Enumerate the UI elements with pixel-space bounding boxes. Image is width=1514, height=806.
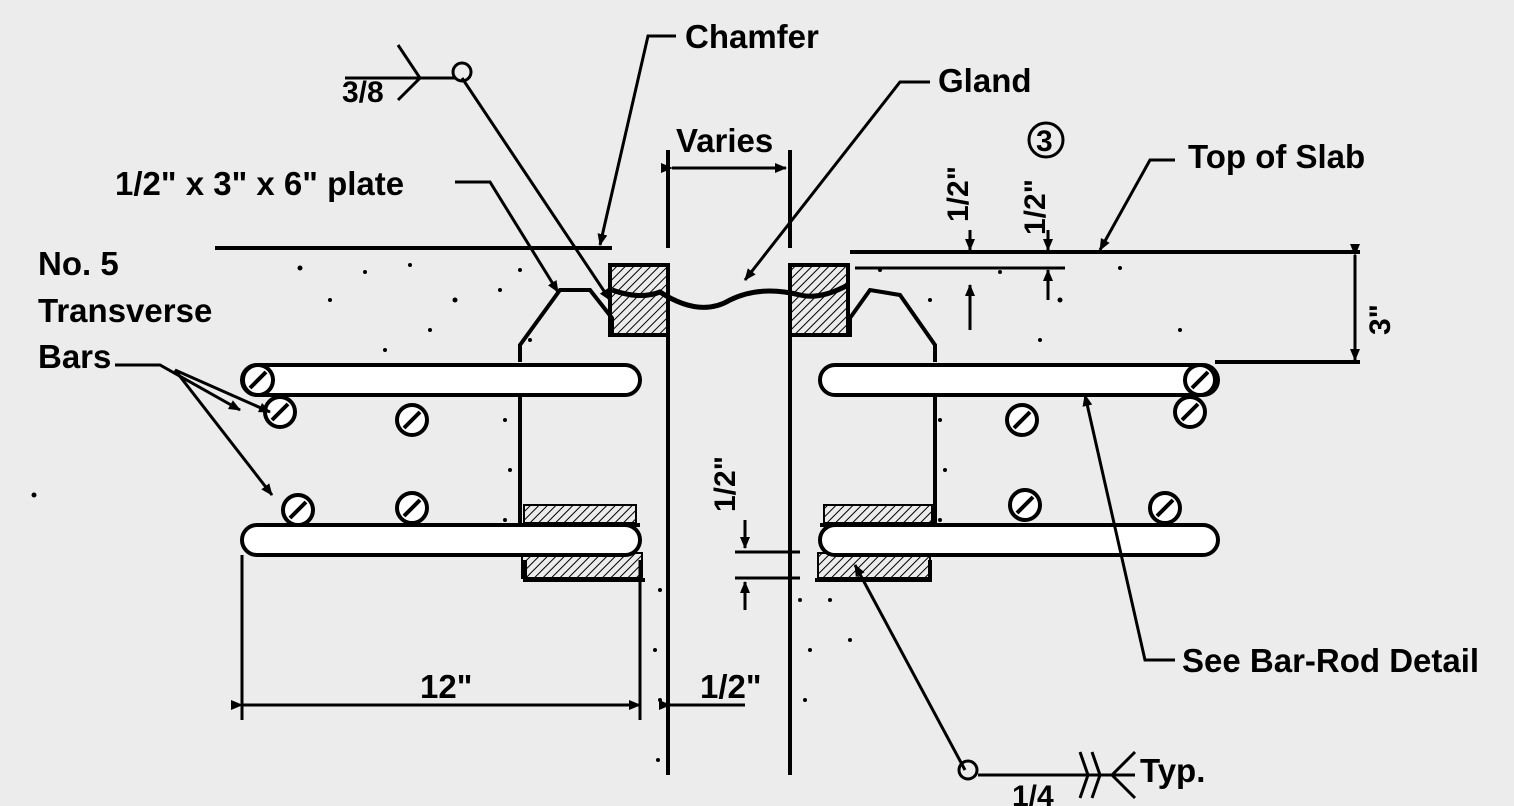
label-varies: Varies [676,122,773,159]
label-weld-bottom: 1/4 [1012,780,1054,806]
gland-seal [611,282,850,310]
label-bars-line1: No. 5 [38,245,119,282]
label-gland: Gland [938,62,1032,99]
weld-symbol-bottom [957,750,1137,800]
label-dim-half-a: 1/2" [942,166,975,222]
rebar-transverse-slashes [248,370,1210,520]
label-plate: 1/2" x 3" x 6" plate [115,165,404,202]
weld-symbol-top [345,44,473,102]
label-dim-12: 12" [420,668,472,705]
label-bars-line2: Transverse [38,292,212,329]
slab-outline [215,246,1360,364]
label-chamfer: Chamfer [685,18,819,55]
dimension-lines [231,163,1360,720]
label-see-detail: See Bar-Rod Detail [1182,642,1479,679]
label-dim-3in: 3" [1364,304,1397,335]
label-dim-half-bottom: 1/2" [700,668,762,705]
concrete-stipple [31,263,1182,762]
label-typ: Typ. [1140,752,1205,789]
right-steel-assembly [788,263,937,582]
label-circle-3: 3 [1036,125,1053,158]
label-bars-line3: Bars [38,338,111,375]
circle-callout-3 [1027,121,1065,159]
label-weld-top: 3/8 [342,76,384,109]
label-dim-half-b: 1/2" [1019,179,1052,235]
label-top-of-slab: Top of Slab [1188,138,1365,175]
label-dim-half-mid: 1/2" [709,456,742,512]
leader-lines [115,34,1175,771]
